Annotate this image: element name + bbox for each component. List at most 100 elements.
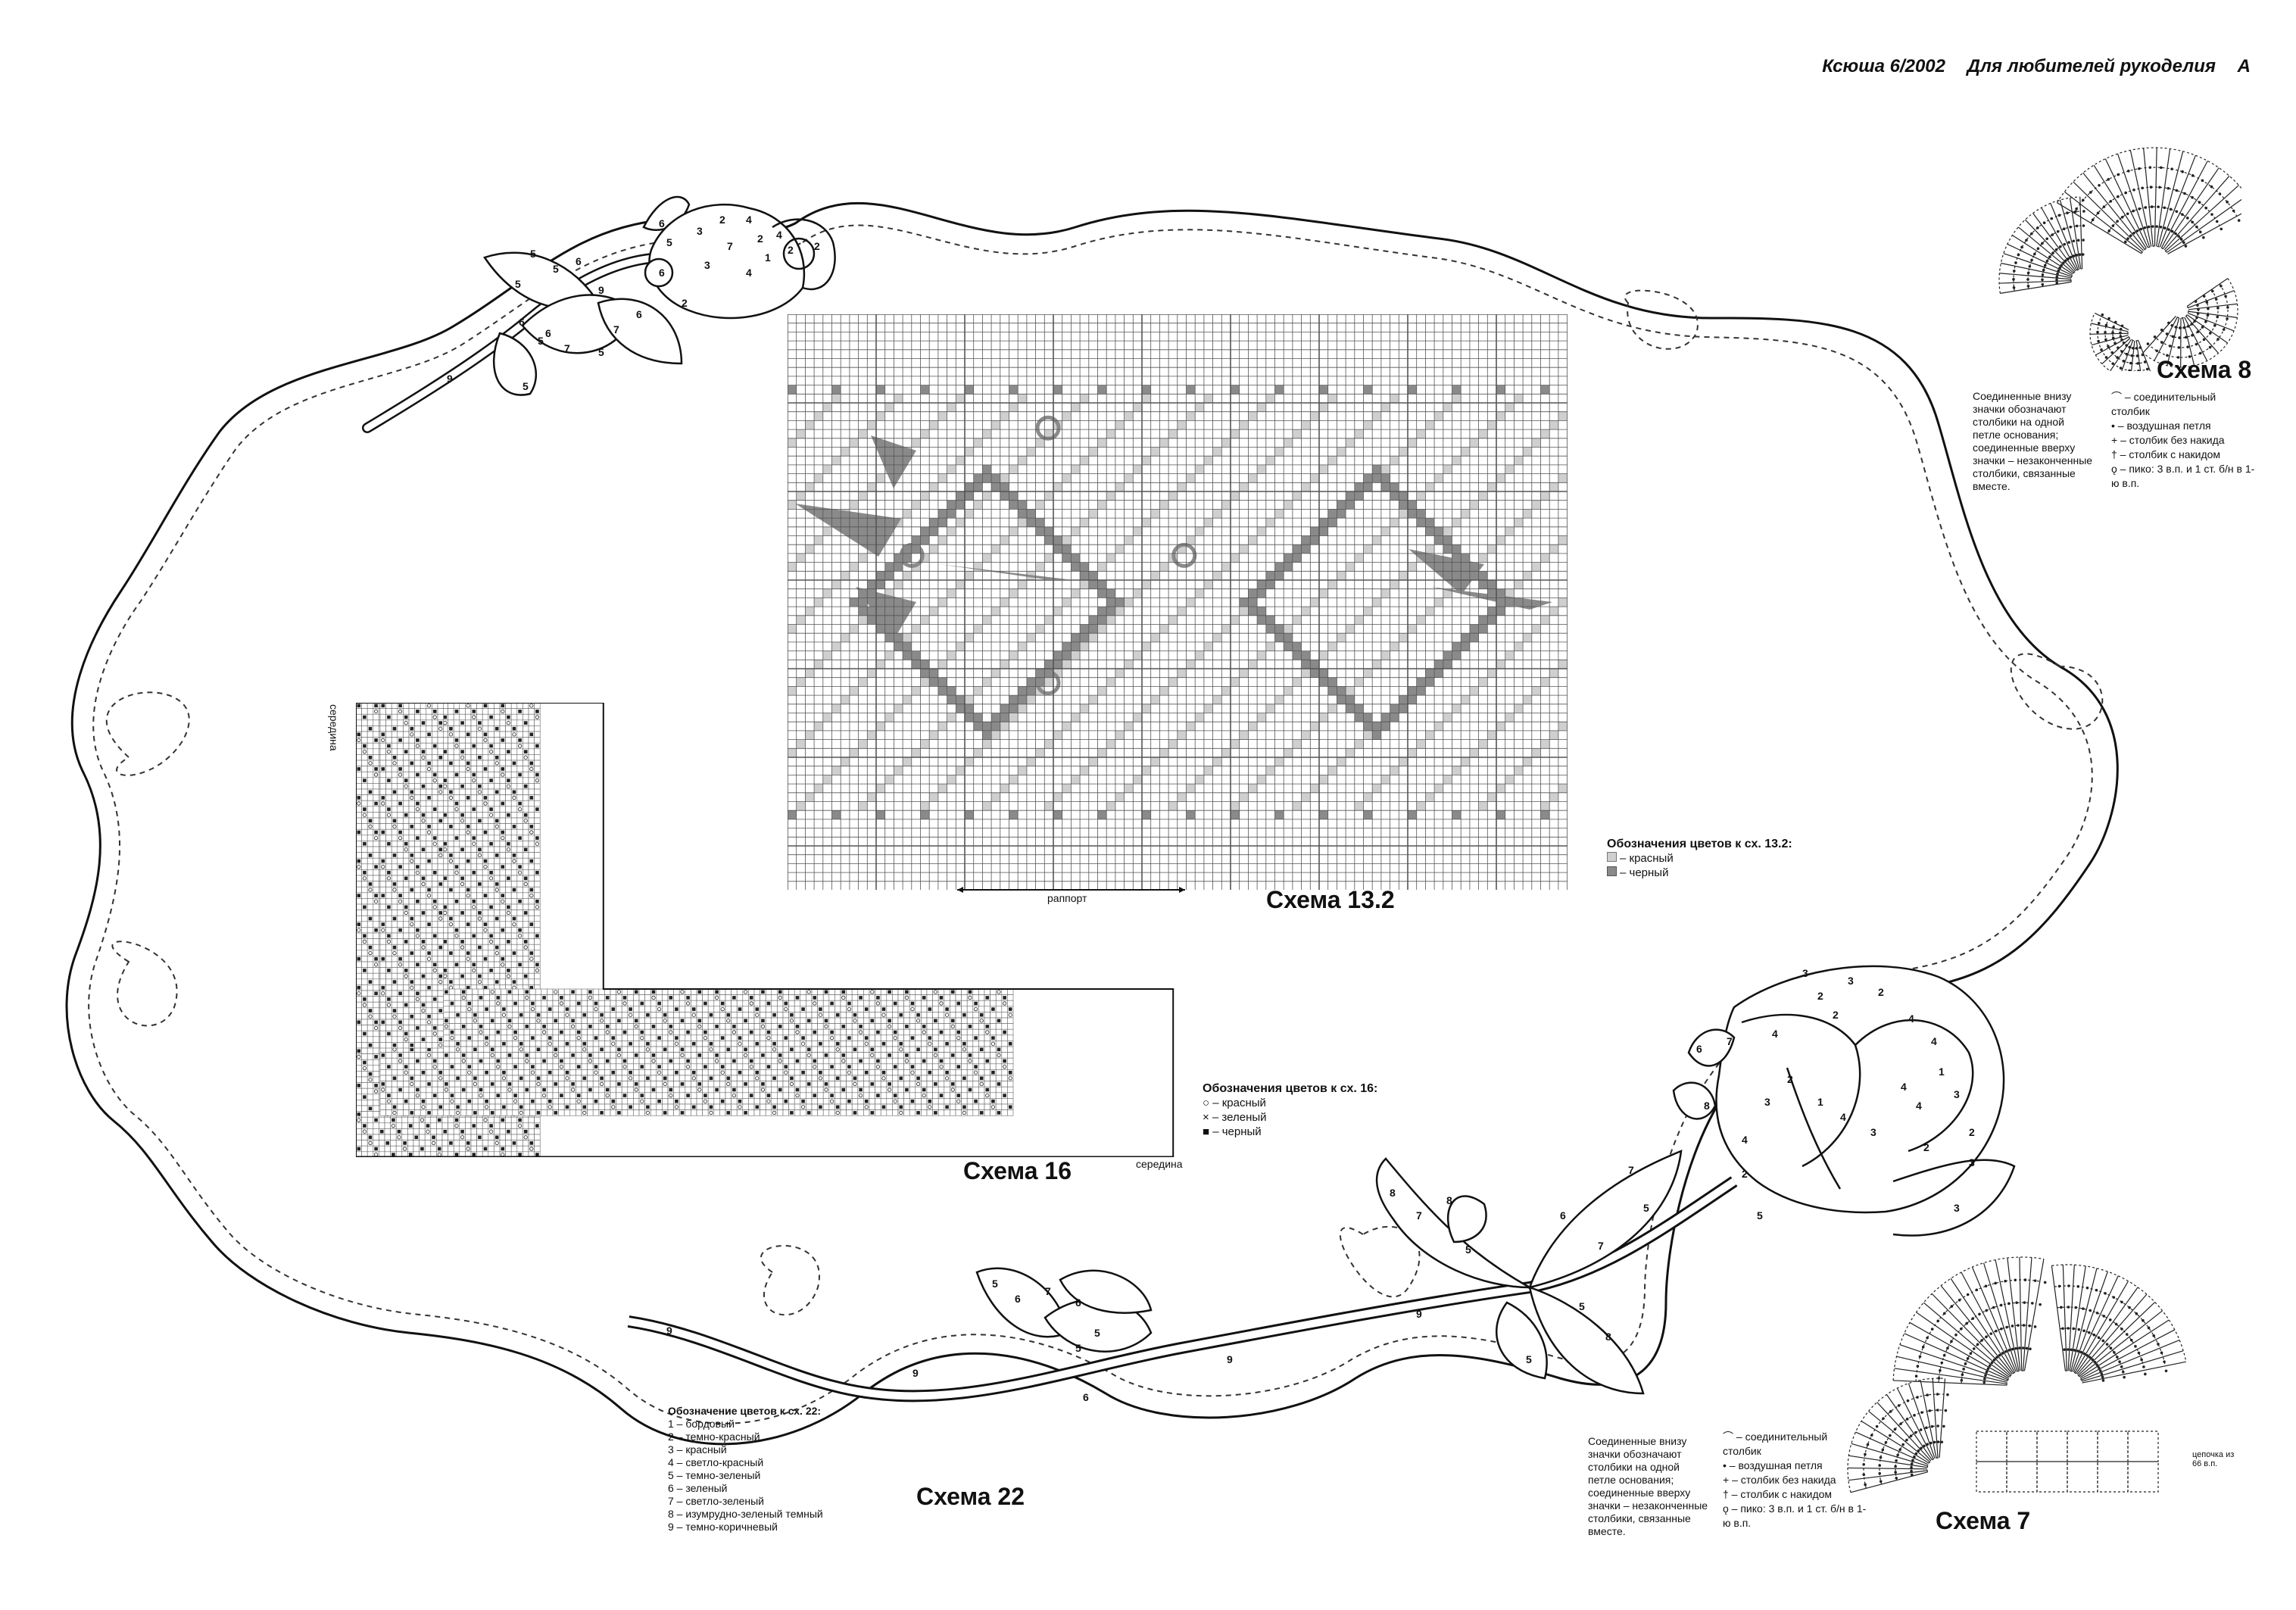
scheme16-title: Схема 16 — [963, 1157, 1072, 1184]
svg-text:6: 6 — [519, 316, 525, 328]
svg-text:8: 8 — [1390, 1187, 1396, 1199]
svg-text:4: 4 — [776, 229, 782, 241]
scheme13-2-legend: Обозначения цветов к сх. 13.2: – красный… — [1607, 837, 1792, 880]
leaf-icon — [1446, 1195, 1487, 1243]
svg-text:3: 3 — [1764, 1096, 1770, 1108]
legend-item: 9 – темно-коричневый — [668, 1521, 778, 1533]
svg-text:4: 4 — [746, 214, 752, 226]
svg-text:2: 2 — [788, 244, 794, 256]
leaf-icon — [1528, 1286, 1645, 1395]
svg-text:9: 9 — [1416, 1308, 1422, 1320]
middle-label-bottom: середина — [1136, 1158, 1183, 1170]
symbol-item: ⌒ – соединительный столбик — [1723, 1431, 1828, 1457]
scheme8-note: Соединенные внизу значки обозначают стол… — [1973, 390, 2093, 492]
symbol-item: • – воздушная петля — [1723, 1459, 1823, 1471]
svg-text:7: 7 — [1727, 1035, 1733, 1047]
symbol-item: ǫ – пико: 3 в.п. и 1 ст. б/н в 1-ю в.п. — [1723, 1502, 1867, 1529]
svg-text:6: 6 — [1560, 1209, 1566, 1222]
leaf-icon — [1375, 1157, 1533, 1289]
svg-text:9: 9 — [1227, 1353, 1233, 1365]
rapport-label: раппорт — [1047, 892, 1087, 904]
svg-text:5: 5 — [1075, 1342, 1081, 1354]
svg-text:7: 7 — [613, 323, 619, 335]
svg-text:3: 3 — [1954, 1088, 1960, 1100]
svg-text:2: 2 — [1817, 990, 1823, 1002]
svg-text:8: 8 — [1605, 1331, 1611, 1343]
scheme22-title: Схема 22 — [916, 1483, 1025, 1510]
svg-text:4: 4 — [1840, 1111, 1846, 1123]
legend-red: – красный — [1607, 851, 1792, 866]
scheme13-2-filet-chart — [788, 314, 1568, 890]
svg-text:7: 7 — [1045, 1285, 1051, 1297]
legend-item: ○ – красный — [1203, 1097, 1266, 1109]
svg-text:2: 2 — [1923, 1141, 1929, 1153]
legend-item: 5 – темно-зеленый — [668, 1469, 761, 1481]
rosebud-icon — [648, 203, 806, 320]
symbol-item: † – столбик с накидом — [1723, 1488, 1833, 1500]
symbol-item: + – столбик без накида — [1723, 1474, 1836, 1486]
svg-text:5: 5 — [1757, 1209, 1763, 1222]
symbol-item: • – воздушная петля — [2111, 420, 2211, 432]
svg-text:9: 9 — [598, 284, 604, 296]
svg-text:3: 3 — [1848, 975, 1854, 987]
scheme8-symbols: ⌒ – соединительный столбик • – воздушная… — [2111, 390, 2255, 491]
scheme16-legend-title: Обозначения цветов к сх. 16: — [1203, 1082, 1378, 1095]
svg-text:3: 3 — [697, 225, 703, 237]
scheme7-note: Соединенные внизу значки обозначают стол… — [1588, 1435, 1708, 1537]
svg-text:1: 1 — [1817, 1096, 1823, 1108]
svg-text:5: 5 — [538, 335, 544, 347]
svg-text:2: 2 — [1787, 1073, 1793, 1085]
legend-item: × – зеленый — [1203, 1111, 1267, 1124]
svg-text:2: 2 — [682, 297, 688, 309]
svg-text:6: 6 — [1696, 1043, 1702, 1055]
rapport-arrow — [957, 887, 1185, 893]
dashed-loop-left — [105, 691, 190, 776]
svg-text:5: 5 — [553, 263, 559, 275]
leaf-icon — [597, 298, 683, 365]
svg-text:6: 6 — [659, 217, 665, 229]
svg-text:5: 5 — [1465, 1243, 1471, 1256]
chain-label: цепочка из 66 в.п. — [2192, 1450, 2235, 1468]
svg-text:6: 6 — [1083, 1391, 1089, 1403]
svg-text:7: 7 — [1598, 1240, 1604, 1252]
scheme16-legend: Обозначения цветов к сх. 16: ○ – красный… — [1203, 1081, 1377, 1139]
crochet-motif-icon — [1998, 147, 2241, 371]
svg-text:8: 8 — [1704, 1100, 1710, 1112]
symbol-item: † – столбик с накидом — [2111, 448, 2221, 460]
symbol-item: + – столбик без накида — [2111, 434, 2225, 446]
svg-text:5: 5 — [523, 380, 529, 392]
section-name: Для любителей рукоделия — [1967, 56, 2216, 76]
scheme22-legend: Обозначение цветов к сх. 22: 1 – бордовы… — [668, 1405, 823, 1534]
svg-text:4: 4 — [1742, 1134, 1748, 1146]
svg-text:4: 4 — [1901, 1081, 1907, 1093]
legend-item: 2 – темно-красный — [668, 1431, 760, 1443]
svg-text:7: 7 — [1416, 1209, 1422, 1222]
doily-outer-border — [65, 201, 2119, 1446]
svg-text:5: 5 — [598, 346, 604, 358]
svg-text:2: 2 — [1833, 1009, 1839, 1021]
svg-text:5: 5 — [666, 236, 672, 248]
doily-inner-dashed-border — [88, 224, 2093, 1424]
svg-text:3: 3 — [1954, 1202, 1960, 1214]
scheme13-2-title: Схема 13.2 — [1266, 886, 1395, 913]
svg-text:3: 3 — [1802, 967, 1808, 979]
svg-text:5: 5 — [1643, 1202, 1649, 1214]
svg-text:6: 6 — [659, 267, 665, 279]
dashed-loop-right — [2010, 653, 2104, 730]
scheme16-cross-stitch-chart — [356, 703, 1175, 1157]
svg-text:4: 4 — [1908, 1012, 1914, 1025]
svg-text:4: 4 — [1931, 1035, 1937, 1047]
legend-item: ■ – черный — [1203, 1125, 1262, 1138]
svg-text:2: 2 — [1969, 1126, 1975, 1138]
legend-item: 4 – светло-красный — [668, 1456, 764, 1468]
leaf-icon — [1527, 1150, 1683, 1289]
legend-item: 3 – красный — [668, 1443, 727, 1456]
svg-text:5: 5 — [1526, 1353, 1532, 1365]
legend-item: 7 – светло-зеленый — [668, 1495, 764, 1507]
svg-text:5: 5 — [515, 278, 521, 290]
svg-text:5: 5 — [1094, 1327, 1100, 1339]
scheme22-legend-title: Обозначение цветов к сх. 22: — [668, 1405, 822, 1417]
rosebud-icon — [1672, 965, 2016, 1237]
svg-text:5: 5 — [1579, 1300, 1585, 1312]
